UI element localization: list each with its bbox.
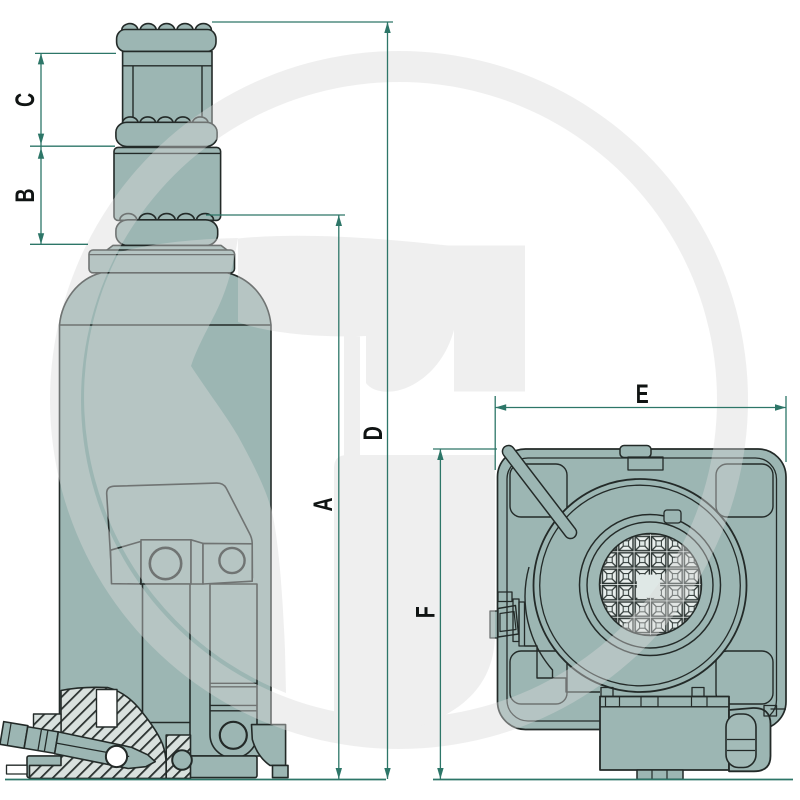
svg-text:B: B <box>10 188 40 202</box>
svg-text:A: A <box>308 497 338 511</box>
svg-text:D: D <box>358 426 388 440</box>
svg-text:F: F <box>410 606 440 618</box>
svg-text:C: C <box>10 93 40 107</box>
svg-text:E: E <box>636 379 649 409</box>
